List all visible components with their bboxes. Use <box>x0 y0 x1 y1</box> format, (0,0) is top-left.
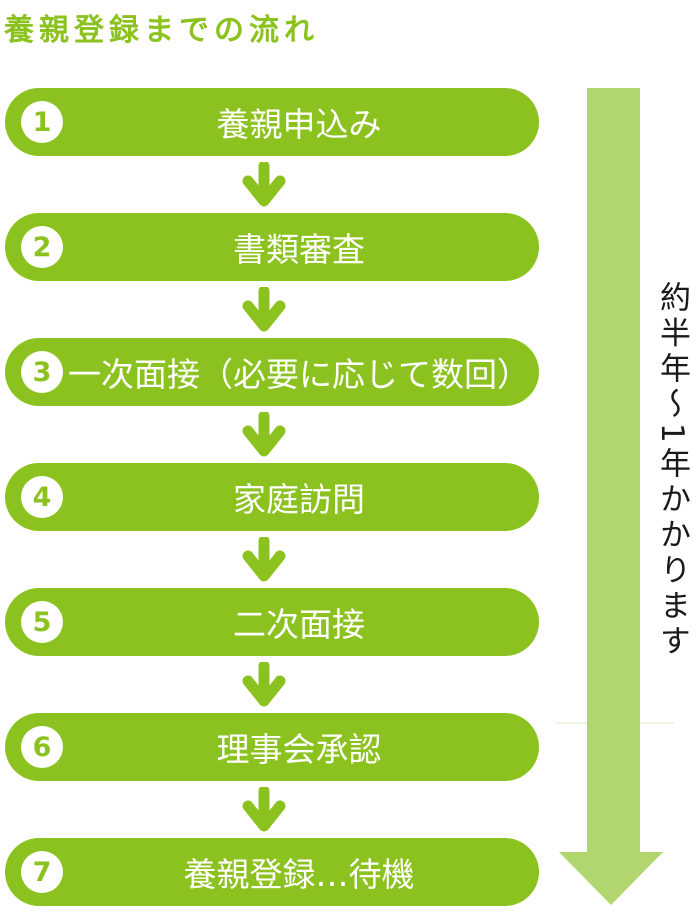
flow-step-4: 4 家庭訪問 <box>5 463 539 531</box>
step-number-badge: 7 <box>21 851 63 893</box>
down-arrow-icon <box>242 412 286 457</box>
step-number: 1 <box>32 106 52 138</box>
step-number-badge: 6 <box>21 726 63 768</box>
page-title: 養親登録までの流れ <box>4 13 319 48</box>
step-number-badge: 4 <box>21 476 63 518</box>
down-arrow-icon <box>242 662 286 707</box>
step-label: 養親登録…待機 <box>183 855 415 894</box>
step-label: 二次面接 <box>233 605 365 644</box>
step-label: 理事会承認 <box>216 730 382 769</box>
duration-note: 約半年〜1年かかります <box>654 281 690 661</box>
flow-step-6: 6 理事会承認 <box>5 713 539 781</box>
step-number: 4 <box>32 481 52 513</box>
step-label: 養親申込み <box>216 105 382 144</box>
step-number: 7 <box>32 856 52 888</box>
flow-step-2: 2 書類審査 <box>5 213 539 281</box>
step-number: 5 <box>32 606 52 638</box>
step-number: 6 <box>32 731 52 763</box>
step-label: 一次面接（必要に応じて数回） <box>68 355 530 394</box>
flow-step-7: 7 養親登録…待機 <box>5 838 539 906</box>
flow-step-5: 5 二次面接 <box>5 588 539 656</box>
step-number: 3 <box>32 356 52 388</box>
duration-arrow-icon <box>559 88 663 905</box>
step-number-badge: 5 <box>21 601 63 643</box>
step-number: 2 <box>32 231 52 263</box>
down-arrow-icon <box>242 787 286 832</box>
step-label: 家庭訪問 <box>233 480 365 519</box>
flow-step-3: 3 一次面接（必要に応じて数回） <box>5 338 539 406</box>
step-number-badge: 2 <box>21 226 63 268</box>
down-arrow-icon <box>242 287 286 332</box>
step-number-badge: 3 <box>21 351 63 393</box>
flow-step-1: 1 養親申込み <box>5 88 539 156</box>
down-arrow-icon <box>242 162 286 207</box>
step-number-badge: 1 <box>21 101 63 143</box>
down-arrow-icon <box>242 537 286 582</box>
step-label: 書類審査 <box>233 230 365 269</box>
